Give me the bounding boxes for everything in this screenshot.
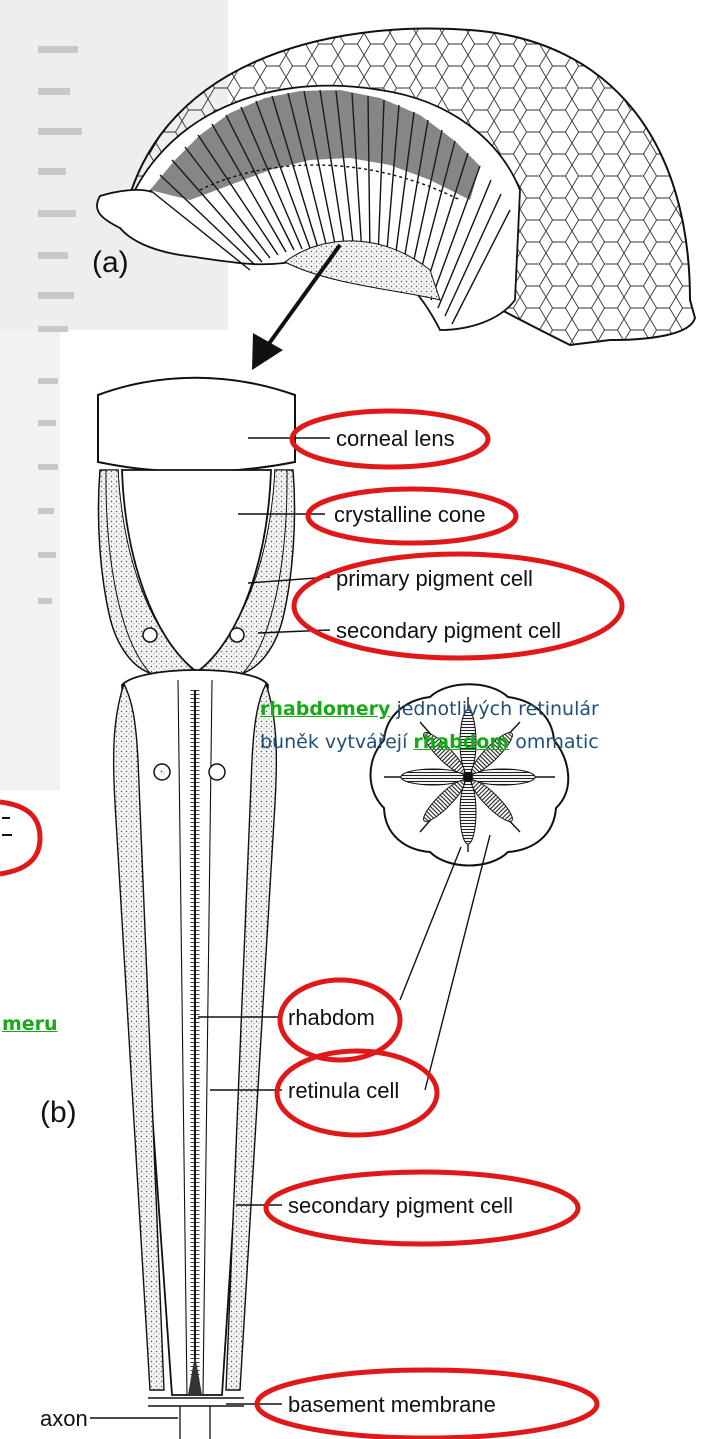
panel-label-b: (b): [40, 1096, 77, 1129]
annotation-line-2-start: buněk vytvářejí: [260, 731, 413, 753]
label-basement-membrane: basement membrane: [288, 1392, 496, 1417]
label-secondary-pigment-cell-lower: secondary pigment cell: [288, 1193, 513, 1218]
keyword-rhabdom: rhabdom: [413, 731, 509, 753]
ommatidium-drawing: (b): [40, 378, 295, 1439]
keyword-rhabdomery: rhabdomery: [260, 698, 390, 720]
left-edge-overlay: [0, 790, 40, 965]
label-corneal-lens: corneal lens: [336, 426, 455, 451]
annotation-line-1-rest: jednotlivých retinulár: [390, 698, 598, 720]
label-crystalline-cone: crystalline cone: [334, 502, 486, 527]
left-fragment-text: meru: [2, 1015, 58, 1034]
left-fragment-keyword: meru: [2, 1013, 58, 1035]
annotation-line-2-rest: ommatic: [509, 731, 599, 753]
label-secondary-pigment-cell-upper: secondary pigment cell: [336, 618, 561, 643]
panel-label-a: (a): [92, 246, 129, 279]
label-axon: axon: [40, 1406, 88, 1431]
annotation-line-1: rhabdomery jednotlivých retinulár: [260, 700, 599, 719]
label-rhabdom: rhabdom: [288, 1005, 375, 1030]
label-primary-pigment-cell: primary pigment cell: [336, 566, 533, 591]
label-retinula-cell: retinula cell: [288, 1078, 399, 1103]
annotation-line-2: buněk vytvářejí rhabdom ommatic: [260, 733, 599, 752]
